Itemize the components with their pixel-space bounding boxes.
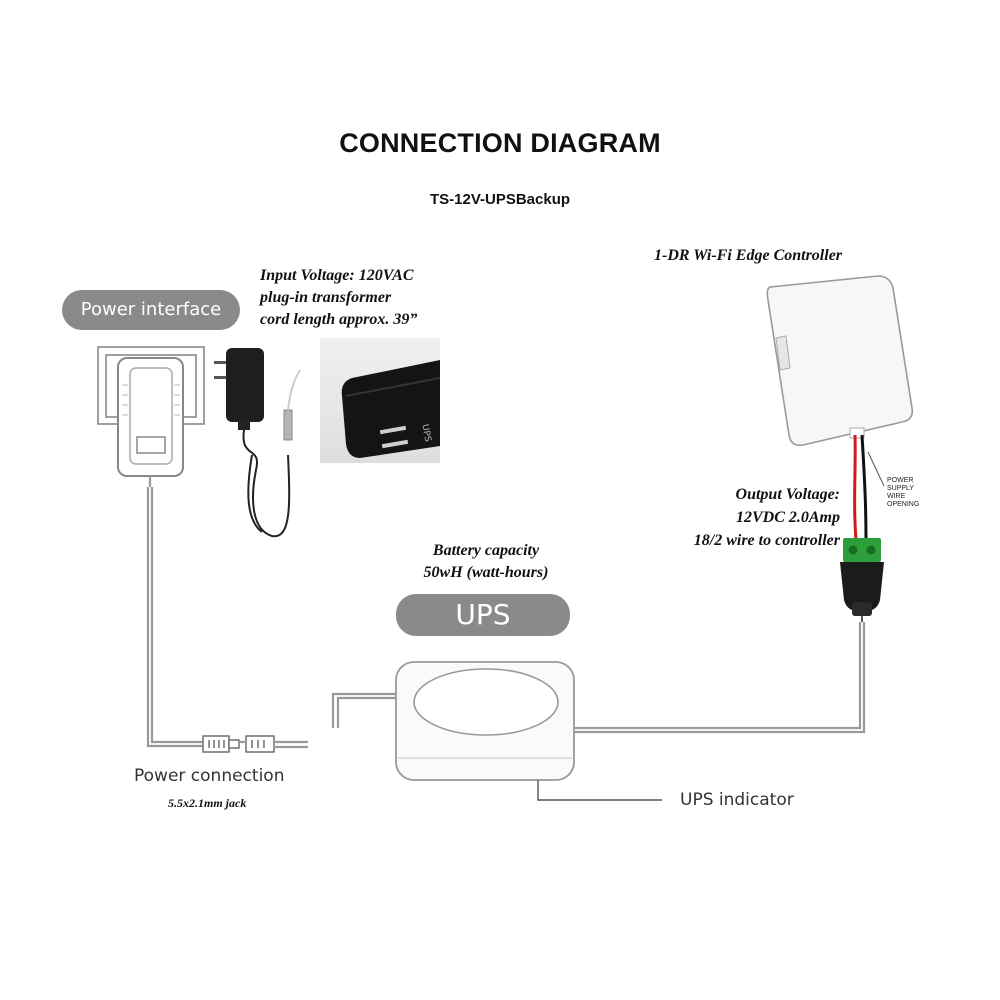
ups-indicator-leader	[537, 780, 662, 801]
transformer-icon	[214, 348, 264, 430]
transformer-photo-icon	[341, 360, 440, 458]
input-note-line: Input Voltage: 120VAC	[260, 267, 414, 284]
model-number: TS-12V-UPSBackup	[429, 191, 571, 208]
ups-indicator-label: UPS indicator	[680, 790, 794, 810]
jack-size-label: 5.5x2.1mm jack	[168, 796, 247, 810]
terminal-connector-icon	[840, 538, 884, 616]
barrel-connector-icon	[202, 735, 275, 753]
controller-device-icon	[766, 275, 914, 447]
opening-line: WIRE	[887, 493, 906, 500]
ups-adapter-icon	[117, 357, 184, 477]
input-note-line: cord length approx. 39”	[260, 311, 418, 328]
transformer-cord	[242, 429, 291, 538]
opening-leader	[867, 451, 885, 487]
opening-line: POWER	[887, 477, 914, 484]
output-cable	[574, 622, 866, 734]
power-interface-label: Power interface	[62, 290, 240, 330]
controller-wires	[853, 434, 868, 541]
battery-note-line: 50wH (watt-hours)	[423, 564, 549, 581]
opening-line: OPENING	[887, 501, 920, 508]
output-note-line: 12VDC 2.0Amp	[735, 509, 840, 526]
jack-cable	[239, 740, 308, 749]
power-cable	[146, 476, 205, 748]
battery-note-line: Battery capacity	[432, 542, 540, 559]
ups-label: UPS	[396, 594, 570, 636]
output-note-line: 18/2 wire to controller	[693, 532, 840, 549]
transformer-photo: UPS	[320, 338, 440, 463]
ups-input-cable	[331, 692, 396, 728]
input-voltage-note: Input Voltage: 120VAC plug-in transforme…	[260, 265, 417, 331]
diagram-title: CONNECTION DIAGRAM	[339, 128, 661, 158]
output-voltage-note: Output Voltage: 12VDC 2.0Amp 18/2 wire t…	[640, 483, 840, 552]
input-note-line: plug-in transformer	[260, 289, 392, 306]
battery-capacity-note: Battery capacity 50wH (watt-hours)	[386, 540, 586, 584]
power-connection-label: Power connection	[134, 766, 285, 786]
controller-title: 1-DR Wi-Fi Edge Controller	[654, 247, 843, 264]
opening-line: SUPPLY	[887, 485, 915, 492]
power-supply-wire-opening-label: POWER SUPPLY WIRE OPENING	[887, 477, 919, 509]
ups-device-icon	[395, 661, 575, 781]
output-note-line: Output Voltage:	[735, 486, 840, 503]
